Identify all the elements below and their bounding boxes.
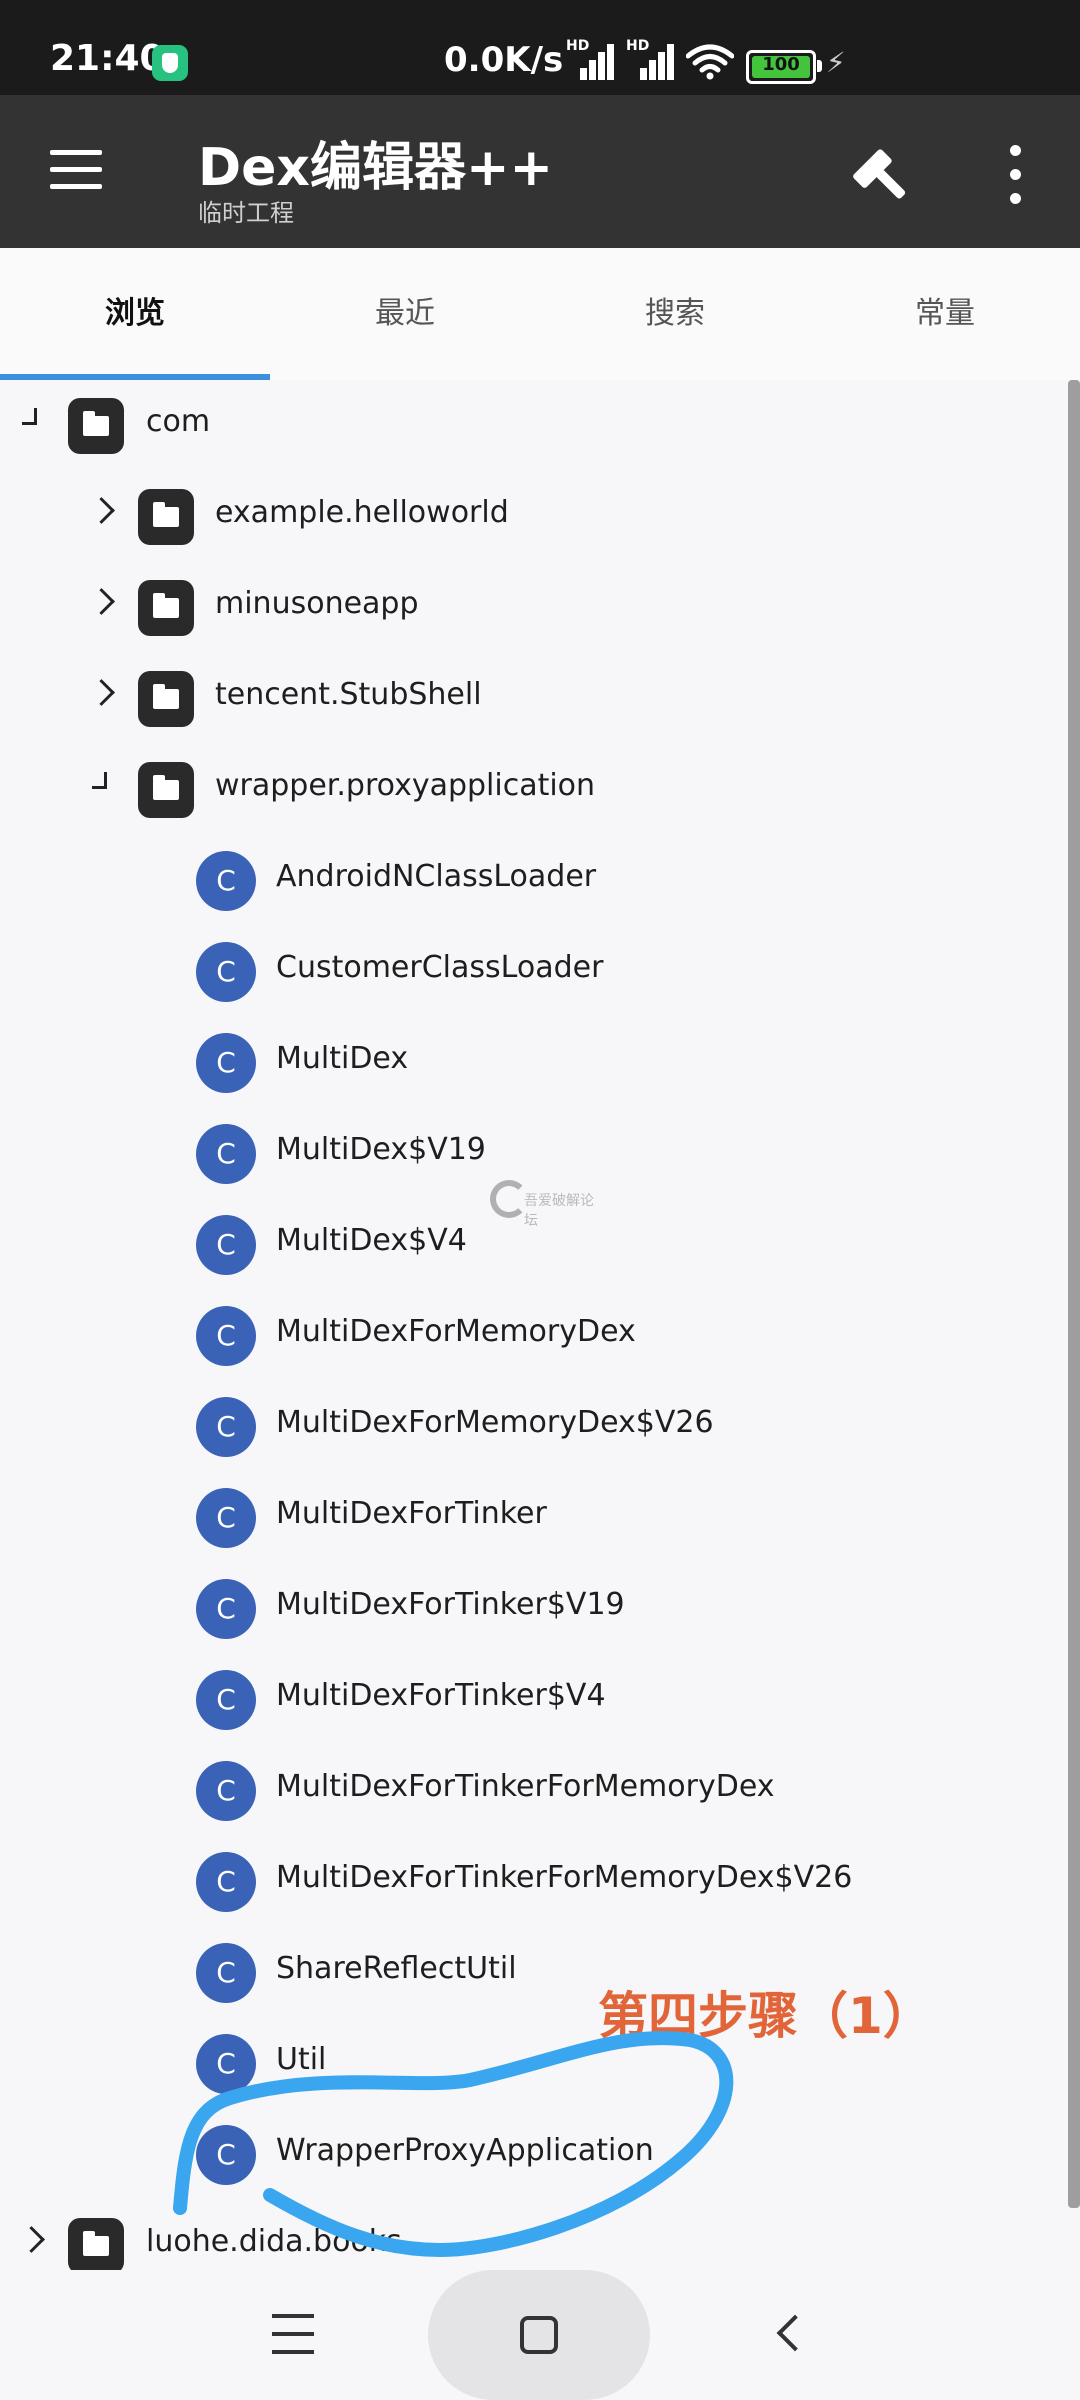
class-icon: C bbox=[196, 2125, 256, 2185]
tree-label: AndroidNClassLoader bbox=[276, 859, 597, 894]
hd-badge-1: HD bbox=[566, 38, 590, 54]
tree-row-class[interactable]: C MultiDex bbox=[0, 1017, 1068, 1108]
class-icon: C bbox=[196, 851, 256, 911]
chevron-right-icon[interactable] bbox=[88, 497, 115, 524]
tree-label: MultiDexForTinker$V19 bbox=[276, 1587, 625, 1622]
class-icon: C bbox=[196, 1943, 256, 2003]
tree-row-class[interactable]: C MultiDexForTinker bbox=[0, 1472, 1068, 1563]
class-icon: C bbox=[196, 1124, 256, 1184]
tree-row-class[interactable]: C MultiDexForMemoryDex$V26 bbox=[0, 1381, 1068, 1472]
tree-row-package[interactable]: tencent.StubShell bbox=[0, 653, 1068, 744]
folder-icon bbox=[68, 2218, 124, 2274]
tree-row-class[interactable]: C MultiDexForTinkerForMemoryDex bbox=[0, 1745, 1068, 1836]
folder-icon bbox=[138, 762, 194, 818]
class-icon: C bbox=[196, 1215, 256, 1275]
tree-label: ShareReflectUtil bbox=[276, 1951, 517, 1986]
home-button[interactable] bbox=[428, 2270, 650, 2400]
class-icon: C bbox=[196, 1033, 256, 1093]
tree-label: minusoneapp bbox=[215, 586, 419, 621]
status-bar: 21:40 0.0K/s HD HD 100 ⚡ bbox=[0, 0, 1080, 95]
menu-icon[interactable] bbox=[50, 150, 102, 190]
tab-recent[interactable]: 最近 bbox=[375, 296, 435, 331]
folder-icon bbox=[68, 398, 124, 454]
battery-level: 100 bbox=[762, 54, 800, 75]
tree-row-package[interactable]: minusoneapp bbox=[0, 562, 1068, 653]
tree-label: com bbox=[146, 404, 211, 439]
tree-label: MultiDexForMemoryDex$V26 bbox=[276, 1405, 714, 1440]
class-icon: C bbox=[196, 1488, 256, 1548]
tree-row-class[interactable]: C AndroidNClassLoader bbox=[0, 835, 1068, 926]
signal-icon-2: HD bbox=[626, 38, 678, 80]
class-icon: C bbox=[196, 1397, 256, 1457]
tree-row-root[interactable]: com bbox=[0, 380, 1068, 471]
hammer-icon[interactable] bbox=[848, 140, 918, 210]
chevron-right-icon[interactable] bbox=[88, 679, 115, 706]
tab-search[interactable]: 搜索 bbox=[645, 296, 705, 331]
folder-icon bbox=[138, 489, 194, 545]
app-bar: Dex编辑器++ 临时工程 bbox=[0, 95, 1080, 248]
folder-icon bbox=[138, 671, 194, 727]
tree-row-class[interactable]: C WrapperProxyApplication bbox=[0, 2109, 1068, 2200]
tree-row-class[interactable]: C CustomerClassLoader bbox=[0, 926, 1068, 1017]
class-icon: C bbox=[196, 2034, 256, 2094]
tab-constants[interactable]: 常量 bbox=[915, 296, 975, 331]
class-icon: C bbox=[196, 1852, 256, 1912]
tree-label: tencent.StubShell bbox=[215, 677, 482, 712]
tab-indicator bbox=[0, 374, 270, 380]
chevron-right-icon[interactable] bbox=[88, 588, 115, 615]
charging-icon: ⚡ bbox=[826, 46, 846, 79]
more-vert-icon[interactable] bbox=[1000, 145, 1030, 205]
tree-row-class[interactable]: C MultiDex$V19 bbox=[0, 1108, 1068, 1199]
tree-row-class[interactable]: C MultiDex$V4 bbox=[0, 1199, 1068, 1290]
project-subtitle: 临时工程 bbox=[198, 199, 294, 227]
tree-row-class[interactable]: C MultiDexForTinker$V4 bbox=[0, 1654, 1068, 1745]
tab-browse[interactable]: 浏览 bbox=[105, 296, 165, 331]
wifi-icon bbox=[686, 44, 734, 80]
tree-row-class[interactable]: C MultiDexForTinkerForMemoryDex$V26 bbox=[0, 1836, 1068, 1927]
class-icon: C bbox=[196, 1579, 256, 1639]
class-icon: C bbox=[196, 1670, 256, 1730]
collapse-icon[interactable] bbox=[92, 772, 107, 789]
watermark-text: 吾爱破解论坛 bbox=[524, 1193, 594, 1229]
security-shield-icon bbox=[152, 45, 188, 81]
tree-label: WrapperProxyApplication bbox=[276, 2133, 654, 2168]
app-title: Dex编辑器++ bbox=[198, 138, 554, 198]
tree-label: MultiDex$V4 bbox=[276, 1223, 467, 1258]
tree-row-class[interactable]: C ShareReflectUtil bbox=[0, 1927, 1068, 2018]
tree-row-class[interactable]: C MultiDexForMemoryDex bbox=[0, 1290, 1068, 1381]
battery-icon: 100 bbox=[746, 50, 822, 84]
home-icon[interactable] bbox=[520, 2316, 558, 2354]
tree-label: example.helloworld bbox=[215, 495, 509, 530]
tab-bar: 浏览 最近 搜索 常量 bbox=[0, 248, 1080, 380]
tree-label: MultiDexForTinker bbox=[276, 1496, 547, 1531]
signal-icon-1: HD bbox=[566, 38, 618, 80]
hd-badge-2: HD bbox=[626, 38, 650, 54]
tree-label: MultiDex bbox=[276, 1041, 409, 1076]
class-icon: C bbox=[196, 1306, 256, 1366]
tree-label: Util bbox=[276, 2042, 327, 2077]
tree-label: MultiDexForMemoryDex bbox=[276, 1314, 636, 1349]
recents-icon[interactable] bbox=[272, 2314, 314, 2354]
tree-label: CustomerClassLoader bbox=[276, 950, 604, 985]
tree-label: MultiDexForTinkerForMemoryDex bbox=[276, 1769, 775, 1804]
chevron-right-icon[interactable] bbox=[18, 2226, 45, 2253]
network-speed: 0.0K/s bbox=[444, 40, 564, 80]
class-icon: C bbox=[196, 942, 256, 1002]
tree-label: MultiDexForTinker$V4 bbox=[276, 1678, 606, 1713]
tree-row-class[interactable]: C MultiDexForTinker$V19 bbox=[0, 1563, 1068, 1654]
tree-label: MultiDexForTinkerForMemoryDex$V26 bbox=[276, 1860, 853, 1895]
folder-icon bbox=[138, 580, 194, 636]
tree-label: MultiDex$V19 bbox=[276, 1132, 486, 1167]
tree-row-package[interactable]: example.helloworld bbox=[0, 471, 1068, 562]
annotation-text: 第四步骤（1） bbox=[598, 1987, 933, 2045]
tree-label: luohe.dida.books bbox=[146, 2224, 402, 2259]
scrollbar[interactable] bbox=[1068, 380, 1080, 2208]
class-icon: C bbox=[196, 1761, 256, 1821]
status-time: 21:40 bbox=[50, 38, 165, 79]
tree-row-package[interactable]: wrapper.proxyapplication bbox=[0, 744, 1068, 835]
tree-label: wrapper.proxyapplication bbox=[215, 768, 596, 803]
collapse-icon[interactable] bbox=[22, 408, 37, 425]
watermark-logo: 吾爱破解论坛 bbox=[490, 1180, 600, 1229]
